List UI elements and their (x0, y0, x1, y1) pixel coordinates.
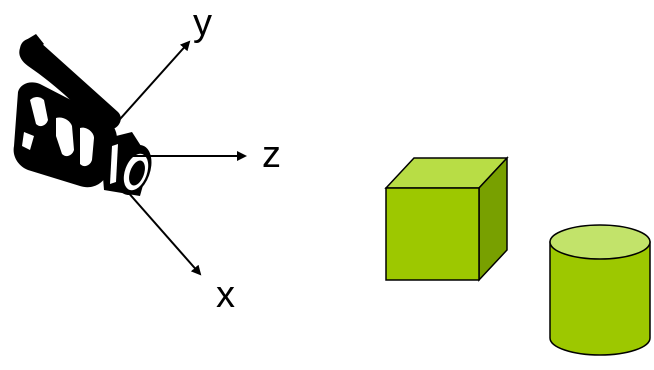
x-axis-label: x (216, 274, 235, 316)
cylinder-top-face (549, 224, 651, 260)
y-axis-label: y (193, 2, 212, 44)
video-camera-icon (13, 34, 152, 196)
z-axis-label: z (262, 134, 281, 176)
cube-shape (384, 156, 509, 282)
x-axis-arrow (125, 189, 202, 276)
cylinder-shape (549, 224, 651, 356)
cylinder-body (549, 241, 651, 356)
y-axis-arrow (111, 40, 191, 129)
cube-front-face (385, 187, 480, 281)
